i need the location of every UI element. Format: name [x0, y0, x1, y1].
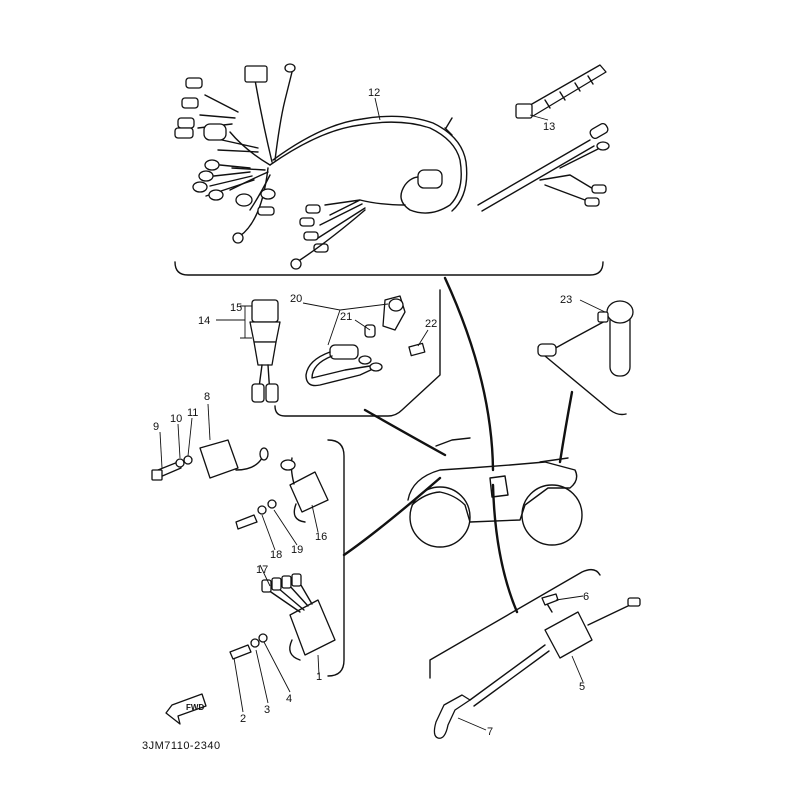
callout-labels: 1 2 3 4 5 6 7 8 9 10 11 12 13 14 15 16 1… [153, 87, 589, 738]
callout-11: 11 [187, 407, 198, 419]
callout-6: 6 [583, 591, 589, 603]
callout-leaders [159, 97, 606, 731]
starter-cable [433, 593, 641, 739]
leader-harness-to-vehicle [443, 276, 495, 472]
relay-assembly [151, 439, 269, 481]
callout-18: 18 [270, 549, 282, 561]
callout-23: 23 [560, 294, 572, 306]
callout-2: 2 [240, 713, 246, 725]
callout-12: 12 [368, 87, 380, 99]
callout-7: 7 [487, 726, 493, 738]
leader-ignition-to-vehicle [342, 476, 442, 557]
fwd-label: FWD [186, 703, 204, 712]
callout-22: 22 [425, 318, 437, 330]
callout-3: 3 [264, 704, 270, 716]
callout-13: 13 [543, 121, 555, 133]
leader-throttle-to-vehicle [558, 390, 574, 464]
wire-harness [174, 63, 610, 270]
throttle-group-outline [544, 355, 627, 416]
brake-switch [305, 295, 406, 387]
callout-15: 15 [230, 302, 242, 314]
fwd-arrow: FWD [165, 693, 207, 725]
leader-switch-to-vehicle [363, 408, 447, 457]
callout-9: 9 [153, 421, 159, 433]
callout-17: 17 [256, 564, 268, 576]
main-switch [249, 299, 281, 403]
cable-tie [515, 64, 607, 119]
callout-5: 5 [579, 681, 585, 693]
callout-16: 16 [315, 531, 327, 543]
clip [408, 342, 426, 357]
callout-20: 20 [290, 293, 302, 305]
callout-1: 1 [316, 671, 322, 683]
wire-harness-group-bracket [174, 261, 604, 276]
switch-group-outline [274, 289, 441, 417]
callout-4: 4 [286, 693, 292, 705]
leader-starter-to-vehicle [491, 483, 519, 614]
callout-21: 21 [340, 311, 352, 323]
starter-group-outline [429, 568, 601, 679]
callout-8: 8 [204, 391, 210, 403]
ignition-coil [235, 457, 329, 530]
ignition-group-bracket [327, 439, 345, 677]
callout-10: 10 [170, 413, 182, 425]
drawing-code: 3JM7110-2340 [142, 740, 221, 752]
throttle-grip [537, 300, 634, 377]
callout-14: 14 [198, 315, 210, 327]
callout-19: 19 [291, 544, 303, 556]
cdi-unit [229, 573, 336, 661]
atv-silhouette [407, 437, 583, 548]
